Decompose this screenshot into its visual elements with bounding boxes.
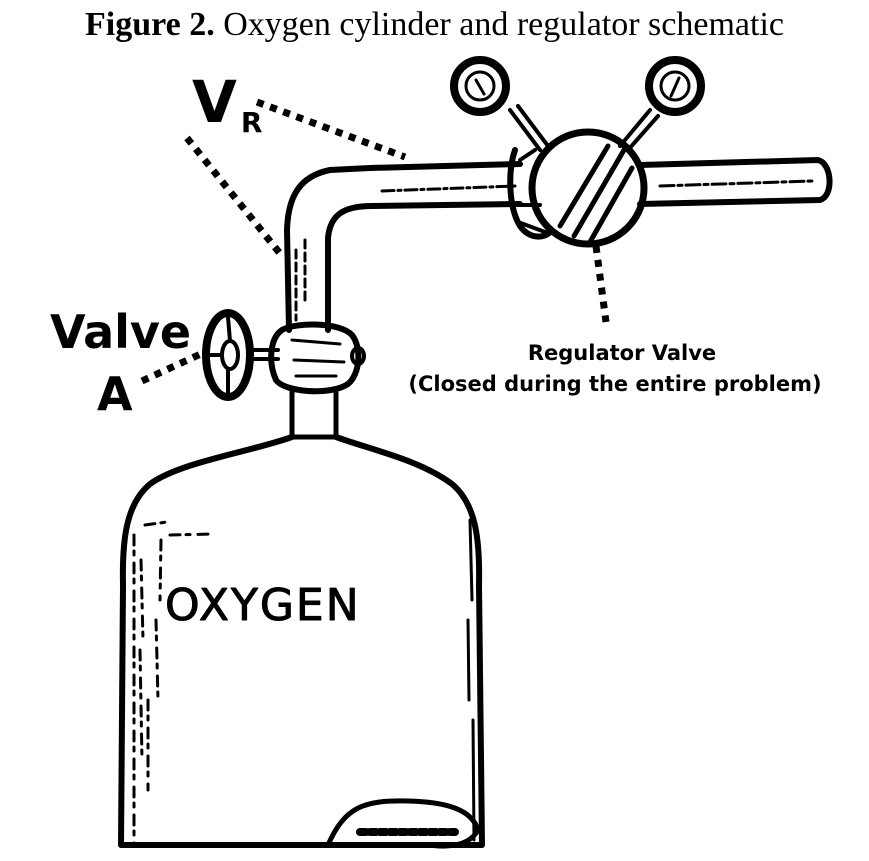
handwheel-spokes <box>208 315 232 395</box>
left-gauge-face <box>450 56 510 116</box>
valve-a-leader <box>140 348 207 385</box>
cylinder-body <box>118 434 485 848</box>
valve-housing-detail <box>290 338 346 378</box>
regulator-label-line1: Regulator Valve <box>528 341 716 365</box>
cylinder-shading <box>132 520 215 847</box>
right-gauge-inner <box>659 70 691 102</box>
regulator-dial-ridges <box>557 143 635 245</box>
cylinder-valve-body <box>248 321 366 395</box>
valve-stem <box>248 348 280 361</box>
right-gauge-stem <box>618 108 660 152</box>
valve-housing <box>268 321 362 395</box>
handwheel-hub <box>220 339 240 371</box>
outlet-shading <box>658 179 814 188</box>
valve-a-label-line2: A <box>97 367 133 421</box>
vr-label-main: V <box>192 68 237 136</box>
left-gauge-stem <box>508 104 550 152</box>
vr-leader-left <box>184 135 285 259</box>
handwheel-rim <box>202 309 254 401</box>
horizontal-pipe <box>367 161 523 209</box>
figure-title: Figure 2. Oxygen cylinder and regulator … <box>0 6 869 43</box>
regulator-outlet-pipe <box>637 157 833 207</box>
pipe-left-edge <box>284 165 373 333</box>
h-pipe-bottom <box>369 201 523 209</box>
regulator-label-line2: (Closed during the entire problem) <box>408 372 821 396</box>
oxygen-cylinder: OXYGEN <box>118 389 485 849</box>
vr-label-subscript: R <box>241 106 263 139</box>
leader-lines <box>140 98 610 385</box>
valve-a-label-line1: Valve <box>50 305 191 359</box>
cylinder-bottom-opening <box>325 798 481 849</box>
regulator-back <box>507 147 553 240</box>
left-gauge-inner <box>464 70 496 102</box>
regulator-dial <box>528 128 648 248</box>
right-pressure-gauge <box>618 56 705 152</box>
left-pressure-gauge <box>450 56 550 152</box>
right-gauge-face <box>645 56 705 116</box>
pipe-right-edge <box>325 203 375 333</box>
cylinder-label: OXYGEN <box>165 580 361 631</box>
h-pipe-shading <box>380 184 517 193</box>
figure-number: Figure 2. <box>85 6 215 43</box>
cylinder-right-shading <box>466 518 476 842</box>
right-gauge-needle <box>669 76 681 98</box>
vertical-pipe <box>284 165 375 333</box>
vr-leader-right <box>255 98 407 161</box>
h-pipe-top <box>367 161 523 171</box>
figure-caption: Oxygen cylinder and regulator schematic <box>223 6 784 43</box>
valve-a-handwheel <box>202 309 254 401</box>
cylinder-neck <box>289 389 339 440</box>
pipe-shading <box>294 238 307 322</box>
valve-nut <box>350 346 366 366</box>
regulator-leader <box>592 245 610 323</box>
regulator <box>507 128 833 248</box>
left-gauge-needle <box>474 78 486 96</box>
